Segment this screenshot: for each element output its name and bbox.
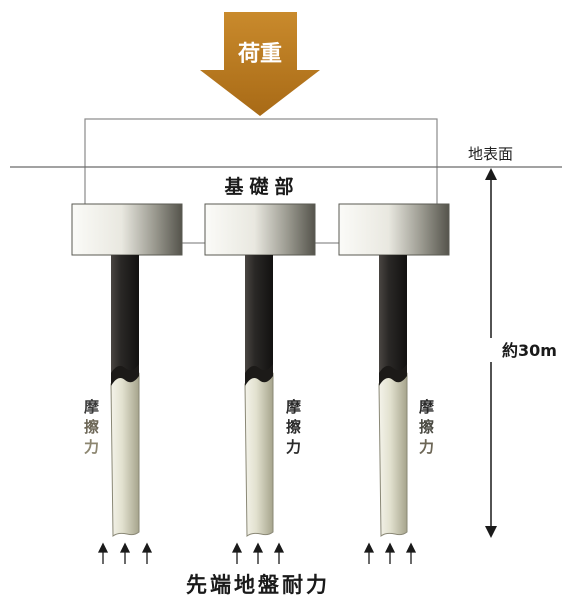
friction-char: 擦: [84, 418, 99, 436]
pile-shaft-lower: [244, 372, 274, 538]
tip-bearing-label: 先端地盤耐力: [186, 573, 330, 597]
pile-cap: [204, 203, 316, 256]
arrow-down-icon: [485, 526, 497, 538]
arrow-up-icon: [485, 168, 497, 180]
pile-right: [338, 203, 450, 538]
load-arrow: 荷重: [200, 12, 320, 116]
friction-char: 摩: [286, 398, 302, 416]
arrow-up-icon: [384, 542, 396, 564]
arrow-up-icon: [405, 542, 417, 564]
ground-surface-label: 地表面: [468, 145, 513, 163]
friction-label-right: 摩 擦 力: [419, 398, 435, 456]
friction-label-left: 摩 擦 力: [84, 398, 100, 456]
arrow-up-icon: [119, 542, 131, 564]
load-label: 荷重: [238, 42, 282, 67]
friction-char: 摩: [419, 398, 435, 416]
friction-char: 擦: [419, 418, 434, 436]
pile-shaft-lower: [378, 372, 408, 538]
arrow-up-icon: [273, 542, 285, 564]
load-arrow-icon: [200, 12, 320, 116]
pile-shaft-lower: [110, 372, 140, 538]
arrow-up-icon: [141, 542, 153, 564]
friction-char: 擦: [286, 418, 301, 436]
arrow-up-icon: [363, 542, 375, 564]
pile-center: [204, 203, 316, 538]
arrow-up-icon: [231, 542, 243, 564]
pile-left: [71, 203, 183, 538]
pile-cap: [71, 203, 183, 256]
pile-shaft-upper: [379, 255, 407, 373]
friction-char: 力: [286, 438, 301, 456]
depth-label: 約30m: [502, 341, 557, 360]
tip-bearing-arrows: [97, 542, 417, 564]
pile-shaft-upper: [245, 255, 273, 373]
arrow-up-icon: [97, 542, 109, 564]
foundation-label: 基礎部: [223, 175, 299, 198]
friction-char: 力: [419, 438, 434, 456]
friction-char: 摩: [84, 398, 100, 416]
friction-char: 力: [84, 438, 99, 456]
friction-label-center: 摩 擦 力: [286, 398, 302, 456]
pile-shaft-upper: [111, 255, 139, 373]
depth-dimension: 約30m: [480, 168, 557, 538]
arrow-up-icon: [252, 542, 264, 564]
pile-cap: [338, 203, 450, 256]
